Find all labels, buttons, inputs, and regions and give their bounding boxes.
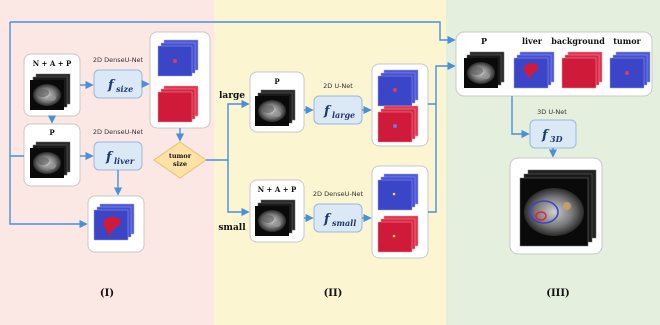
svg-text:3D: 3D [550,134,563,144]
f-size-module: f size [93,69,143,99]
stage3-label-tumor: tumor [613,36,641,46]
svg-text:f: f [105,150,114,165]
small-output-box [371,165,429,259]
net-liver-label: 2D DenseU-Net [93,128,144,136]
size-output-box [149,31,211,129]
flow-arrows [9,21,558,229]
net-large-label: 2D U-Net [323,82,353,90]
branch-small-label: small [218,223,246,233]
f-large-module: f large [313,95,363,125]
svg-text:large: large [332,110,355,120]
stage1-input-bottom-label: P [49,128,55,137]
stage1-input-p-box: P [23,123,81,187]
net-3d-label: 3D U-Net [537,108,567,116]
svg-text:size: size [116,84,133,94]
net-small-label: 2D DenseU-Net [313,190,364,198]
f-small-module: f small [313,203,363,233]
stage3-label-liver: liver [522,36,543,46]
liver-output-box [87,195,145,253]
svg-text:size: size [173,160,187,168]
stage2-input-large-label: P [274,77,280,86]
svg-text:f: f [107,78,116,93]
stage3-label-p: P [481,36,487,46]
f-3d-module: f 3D [529,119,577,149]
stage2-input-large-box: P [249,71,305,133]
svg-text:small: small [332,218,356,228]
stage3-label-background: background [551,36,605,46]
panel-iii-label: (III) [546,288,570,299]
stage1-input-top-label: N + A + P [33,59,72,68]
large-output-box [371,63,429,147]
svg-text:f: f [323,212,332,227]
panel-ii-label: (II) [324,288,343,299]
svg-text:tumor: tumor [169,152,192,160]
net-size-label: 2D DenseU-Net [93,56,144,64]
stage2-input-small-label: N + A + P [258,185,297,194]
final-segmentation-box [509,157,603,255]
stage2-input-small-box: N + A + P [249,179,305,243]
tumor-size-decision: tumor size [153,141,207,179]
f-liver-module: f liver [93,141,143,171]
panel-i-label: (I) [100,288,114,299]
stage3-input-box: P liver background tumor [455,31,653,97]
stage1-input-nap-box: N + A + P [23,53,81,117]
svg-text:f: f [541,128,550,143]
panel-ii-background [214,0,446,325]
branch-large-label: large [219,91,245,101]
svg-text:f: f [323,104,332,119]
svg-text:liver: liver [114,156,135,166]
